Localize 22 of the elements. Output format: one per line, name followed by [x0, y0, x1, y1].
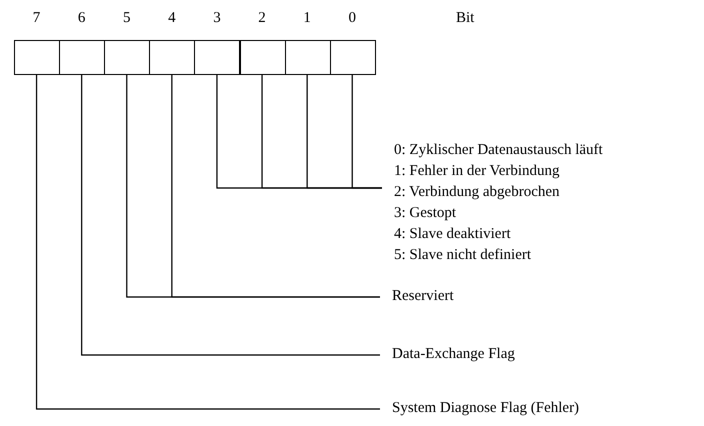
leader-line — [352, 75, 382, 189]
bit-number: 1 — [302, 10, 312, 27]
bit-number: 4 — [167, 10, 177, 27]
axis-label: Bit — [456, 9, 474, 28]
leader-label: Data-Exchange Flag — [392, 345, 515, 364]
bit-number: 3 — [212, 10, 222, 27]
bit-number: 7 — [32, 10, 42, 27]
status-text: 0: Zyklischer Datenaustausch läuft — [394, 141, 603, 160]
status-text: 4: Slave deaktiviert — [394, 225, 512, 244]
leader-line — [171, 75, 380, 298]
leader-line — [36, 75, 380, 410]
leader-line — [81, 75, 380, 356]
bit-number: 5 — [122, 10, 132, 27]
leader-label: System Diagnose Flag (Fehler) — [392, 399, 580, 418]
status-text: 1: Fehler in der Verbindung — [394, 162, 561, 181]
status-text: 3: Gestopt — [394, 204, 458, 223]
leader-label: Reserviert — [392, 287, 454, 306]
bit-number: 0 — [347, 10, 357, 27]
status-text: 5: Slave nicht definiert — [394, 246, 532, 265]
bit-number: 2 — [257, 10, 267, 27]
status-text: 2: Verbindung abgebrochen — [394, 183, 561, 202]
bit-number: 6 — [76, 10, 86, 27]
